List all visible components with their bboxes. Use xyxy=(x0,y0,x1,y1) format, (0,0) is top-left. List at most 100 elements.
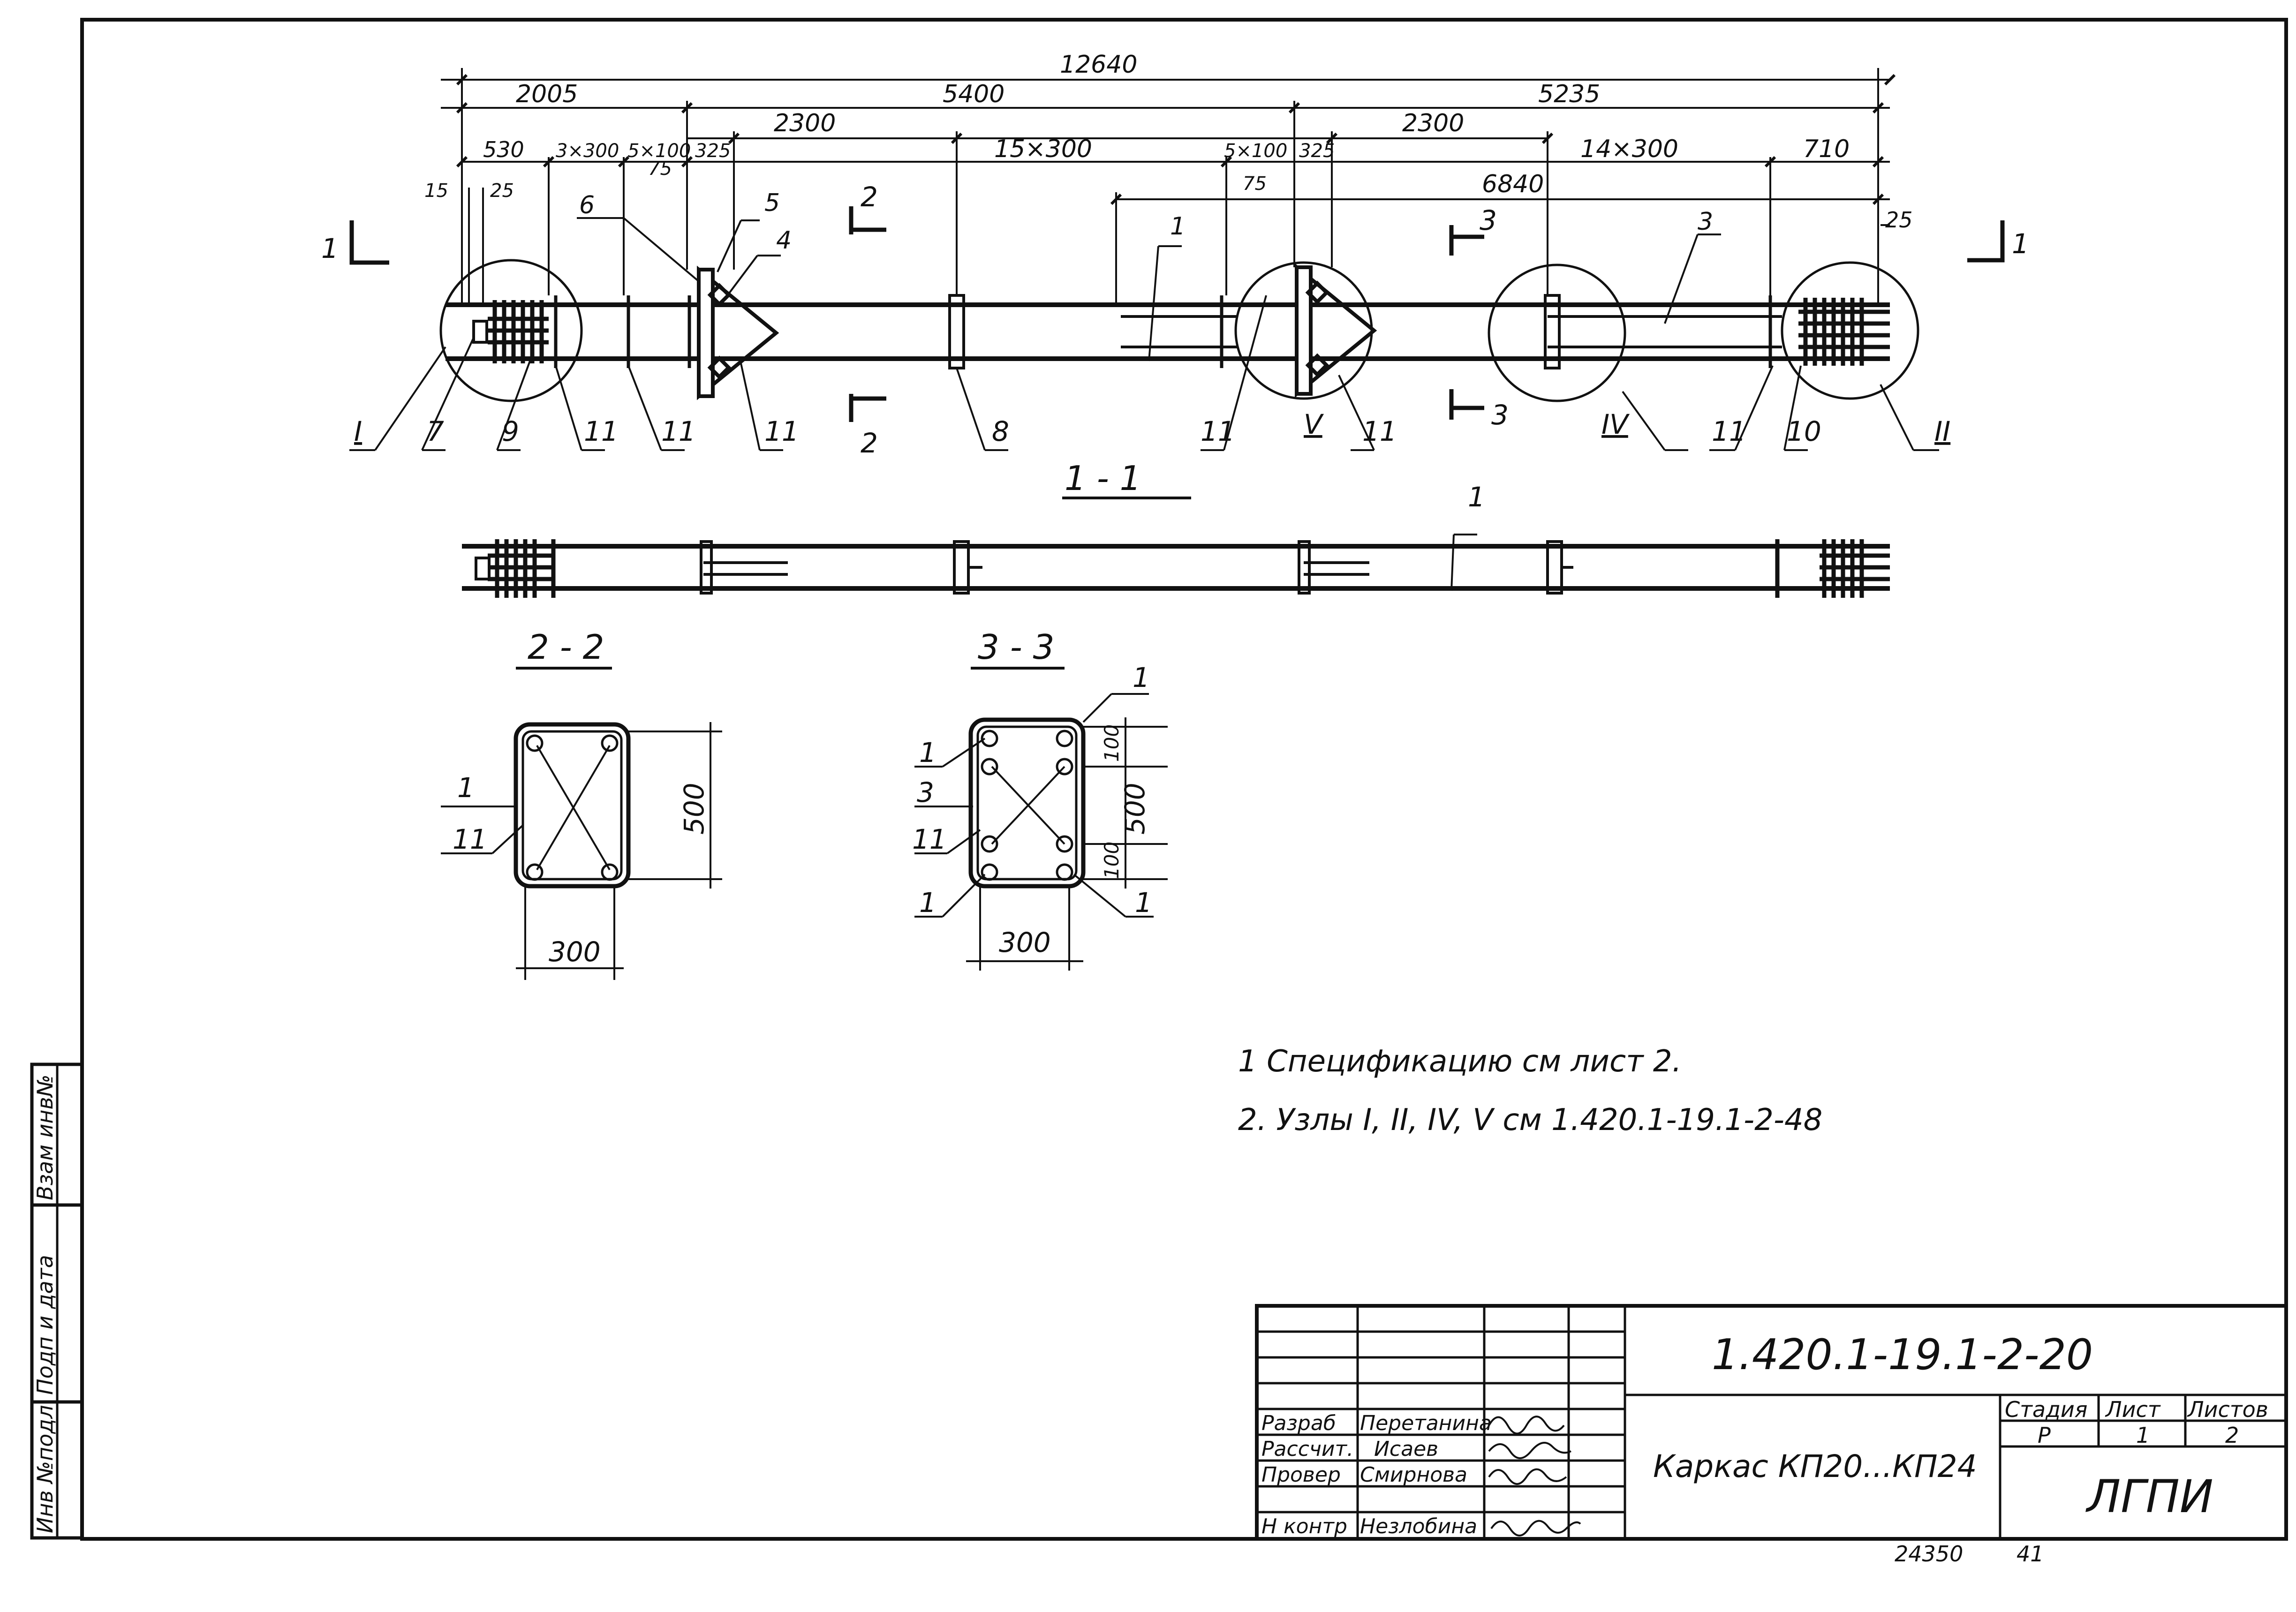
dim-325-b: 325 xyxy=(1299,140,1335,162)
callout-5: 5 xyxy=(764,189,780,217)
dim-325-a: 325 xyxy=(695,140,731,162)
section-mark-2-top: 2 xyxy=(861,181,878,213)
dim-5x100-a: 5×100 xyxy=(627,140,691,162)
dim-5400: 5400 xyxy=(943,80,1004,108)
section-3-3-label-1-left: 1 xyxy=(919,737,937,768)
section-3-3-label-3: 3 xyxy=(917,776,934,808)
callout-8: 8 xyxy=(992,415,1009,447)
end-mesh-left xyxy=(488,300,549,363)
callout-3-top: 3 xyxy=(1698,208,1713,236)
stage-value: Р xyxy=(2038,1423,2051,1448)
dim-25-a: 25 xyxy=(490,180,514,202)
section-mark-1-left: 1 xyxy=(321,233,339,264)
dim-2300-b: 2300 xyxy=(1402,109,1464,137)
callout-11-a: 11 xyxy=(584,415,619,447)
callout-7: 7 xyxy=(427,415,444,447)
dim-3x300: 3×300 xyxy=(556,140,619,162)
stage-header: Стадия xyxy=(2005,1397,2087,1422)
sheet-value: 1 xyxy=(2136,1423,2150,1448)
footer-code: 24350 xyxy=(1895,1541,1963,1567)
node-label-V: V xyxy=(1304,408,1324,440)
notes: 1 Спецификацию см лист 2. 2. Узлы I, II,… xyxy=(1238,1044,1822,1137)
section-mark-2-bottom: 2 xyxy=(861,427,878,459)
dimension-lines xyxy=(441,68,1896,305)
dim-5235: 5235 xyxy=(1538,80,1600,108)
lifting-node-right xyxy=(1295,263,1377,398)
callout-11-d: 11 xyxy=(1201,415,1235,447)
note-2: 2. Узлы I, II, IV, V см 1.420.1-19.1-2-4… xyxy=(1238,1103,1822,1137)
dim-14x300: 14×300 xyxy=(1580,135,1678,163)
name-razrab: Перетанина xyxy=(1360,1411,1492,1435)
dimension-texts: 12640 2005 5400 5235 2300 2300 530 3×300… xyxy=(424,51,1913,233)
stamp-inv-podl: Инв №подл xyxy=(32,1405,58,1533)
callout-11-e: 11 xyxy=(1362,415,1397,447)
node-circle-V xyxy=(1234,261,1373,400)
end-mesh-right xyxy=(1798,298,1890,366)
callouts: 6 5 4 1 3 I 7 9 11 11 11 8 11 V 11 IV 11… xyxy=(354,189,1950,447)
role-rasschit: Рассчит. xyxy=(1261,1437,1353,1461)
node-circle-II xyxy=(1781,261,1919,400)
section-2-2-height: 500 xyxy=(678,783,710,835)
sheet-frame xyxy=(80,18,2288,1541)
sheet-header: Лист xyxy=(2105,1397,2161,1422)
callout-6: 6 xyxy=(579,191,595,219)
callout-1-top: 1 xyxy=(1170,212,1186,241)
sheets-value: 2 xyxy=(2225,1423,2239,1448)
stamp-vzam-inv: Взам инв№ xyxy=(32,1075,58,1200)
doc-code: 1.420.1-19.1-2-20 xyxy=(1712,1330,2093,1379)
dim-2005: 2005 xyxy=(516,80,578,108)
section-2-2-title: 2 - 2 xyxy=(528,627,604,667)
callout-9: 9 xyxy=(502,415,519,447)
dim-6840: 6840 xyxy=(1482,170,1544,198)
section-2-2-label-1: 1 xyxy=(457,772,475,804)
stamp-podp-data: Подп и дата xyxy=(32,1255,58,1395)
role-prover: Провер xyxy=(1261,1463,1341,1487)
node-circle-I xyxy=(439,259,583,402)
drawing-title: Каркас КП20...КП24 xyxy=(1653,1448,1977,1484)
dim-25-b: 25 xyxy=(1885,207,1913,233)
section-3-3-d100-top: 100 xyxy=(1100,724,1123,762)
footer-num: 41 xyxy=(2017,1541,2044,1567)
node-label-I: I xyxy=(354,415,362,447)
main-elevation xyxy=(439,259,1919,402)
section-2-2: 2 - 2 1 11 500 300 xyxy=(441,627,722,980)
node-label-II: II xyxy=(1934,415,1950,447)
section-3-3-label-1-bl: 1 xyxy=(919,887,937,919)
name-prover: Смирнова xyxy=(1360,1463,1467,1487)
section-mark-3-top: 3 xyxy=(1480,204,1497,236)
note-1: 1 Спецификацию см лист 2. xyxy=(1238,1044,1682,1079)
section-3-3: 3 - 3 xyxy=(912,627,1168,971)
callout-11-b: 11 xyxy=(661,415,696,447)
sheets-header: Листов xyxy=(2187,1397,2268,1422)
dim-15x300: 15×300 xyxy=(994,135,1092,163)
signatures xyxy=(1488,1416,1581,1537)
section-2-2-width: 300 xyxy=(549,936,601,968)
callout-4: 4 xyxy=(776,226,792,255)
callout-11-f: 11 xyxy=(1712,415,1746,447)
role-razrab: Разраб xyxy=(1261,1411,1336,1435)
name-nkontr: Незлобина xyxy=(1360,1514,1477,1538)
section-3-3-height: 500 xyxy=(1119,783,1151,835)
name-rasschit: Исаев xyxy=(1374,1437,1438,1461)
section-1-1-callout-1: 1 xyxy=(1468,481,1485,513)
section-3-3-d100-bot: 100 xyxy=(1100,842,1123,879)
section-2-2-label-11: 11 xyxy=(453,823,487,855)
org-name: ЛГПИ xyxy=(2085,1470,2213,1523)
side-stamp: Инв №подл Подп и дата Взам инв№ xyxy=(30,1062,84,1540)
dim-710: 710 xyxy=(1803,135,1850,163)
section-marks: 1 1 2 2 3 3 xyxy=(321,181,2029,459)
section-3-3-label-1-br: 1 xyxy=(1135,887,1152,919)
section-3-3-label-1-top: 1 xyxy=(1133,662,1150,693)
section-3-3-title: 3 - 3 xyxy=(978,627,1054,667)
dim-total: 12640 xyxy=(1060,51,1137,79)
lifting-node-left xyxy=(697,265,779,400)
callout-10: 10 xyxy=(1787,415,1821,447)
spacer-iv xyxy=(1544,294,1561,369)
callout-11-c: 11 xyxy=(764,415,799,447)
dim-75-b: 75 xyxy=(1243,173,1267,195)
dim-2300-a: 2300 xyxy=(774,109,836,137)
section-mark-3-bottom: 3 xyxy=(1491,399,1509,431)
dim-75-a: 75 xyxy=(648,158,672,180)
leaders xyxy=(349,217,1939,451)
section-1-1-title: 1 - 1 xyxy=(1065,459,1141,498)
